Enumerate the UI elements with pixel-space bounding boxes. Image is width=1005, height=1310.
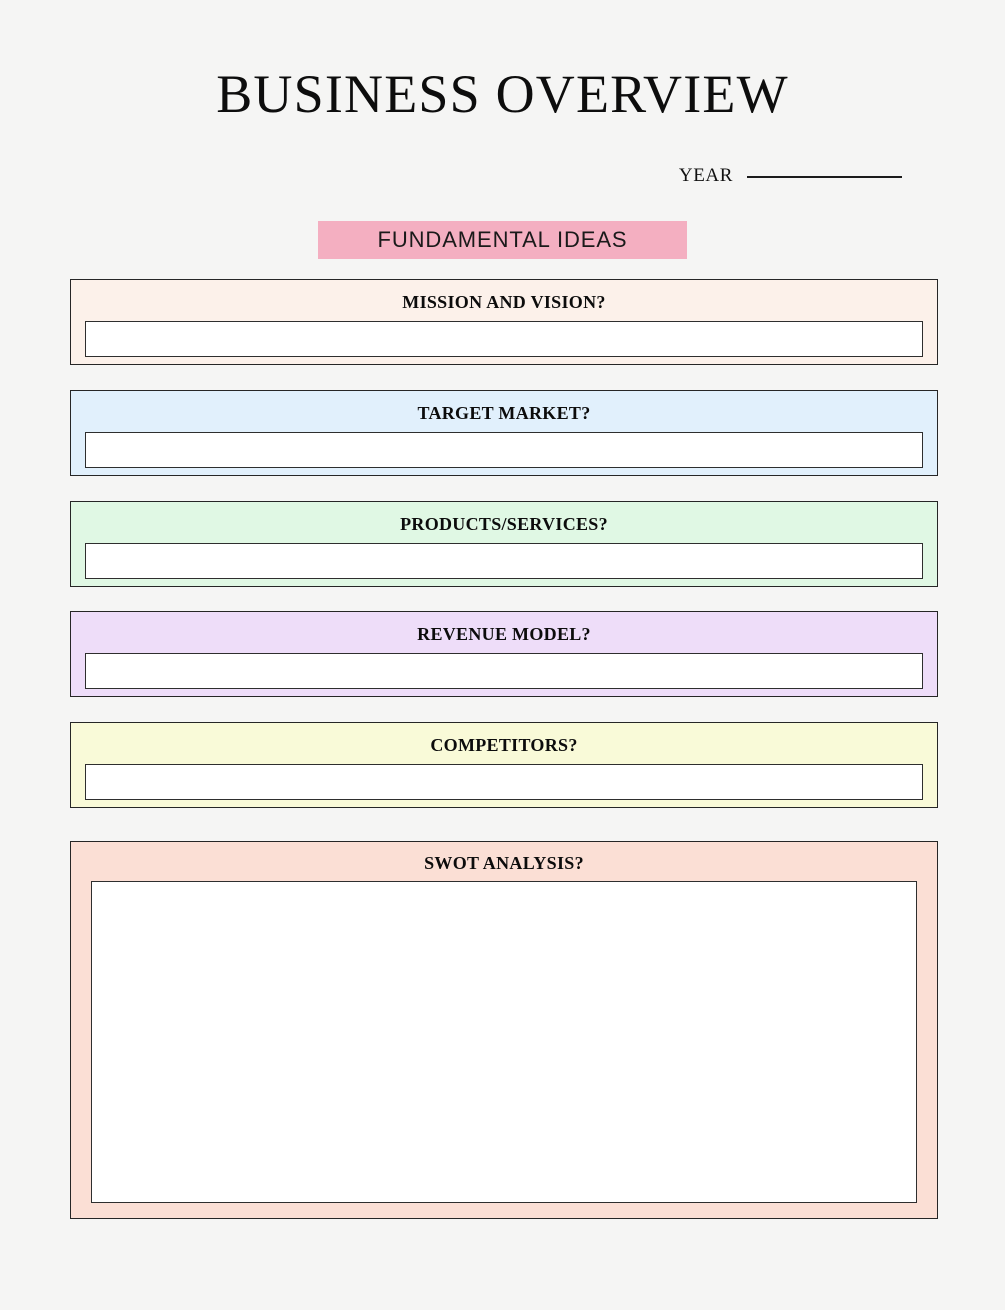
section-input-target-market[interactable] — [85, 432, 923, 468]
fundamental-ideas-label: FUNDAMENTAL IDEAS — [377, 227, 628, 252]
section-input-mission[interactable] — [85, 321, 923, 357]
page-title: BUSINESS OVERVIEW — [216, 64, 789, 124]
section-card-products-services: PRODUCTS/SERVICES? — [70, 501, 938, 587]
section-title-revenue-model: REVENUE MODEL? — [417, 624, 591, 644]
section-card-mission: MISSION AND VISION? — [70, 279, 938, 365]
section-card-competitors: COMPETITORS? — [70, 722, 938, 808]
section-card-target-market: TARGET MARKET? — [70, 390, 938, 476]
fundamental-ideas-banner: FUNDAMENTAL IDEAS — [318, 221, 687, 259]
section-input-revenue-model[interactable] — [85, 653, 923, 689]
year-label: YEAR — [678, 165, 733, 186]
section-title-products-services: PRODUCTS/SERVICES? — [400, 514, 608, 534]
section-title-swot-analysis: SWOT ANALYSIS? — [424, 853, 584, 873]
section-card-revenue-model: REVENUE MODEL? — [70, 611, 938, 697]
section-title-target-market: TARGET MARKET? — [417, 403, 591, 423]
section-input-swot-analysis[interactable] — [91, 881, 917, 1203]
year-input-line[interactable] — [747, 176, 902, 178]
section-title-mission: MISSION AND VISION? — [402, 292, 606, 312]
section-input-products-services[interactable] — [85, 543, 923, 579]
year-row: YEAR — [679, 166, 902, 185]
section-title-competitors: COMPETITORS? — [430, 735, 578, 755]
section-card-swot-analysis: SWOT ANALYSIS? — [70, 841, 938, 1219]
section-input-competitors[interactable] — [85, 764, 923, 800]
